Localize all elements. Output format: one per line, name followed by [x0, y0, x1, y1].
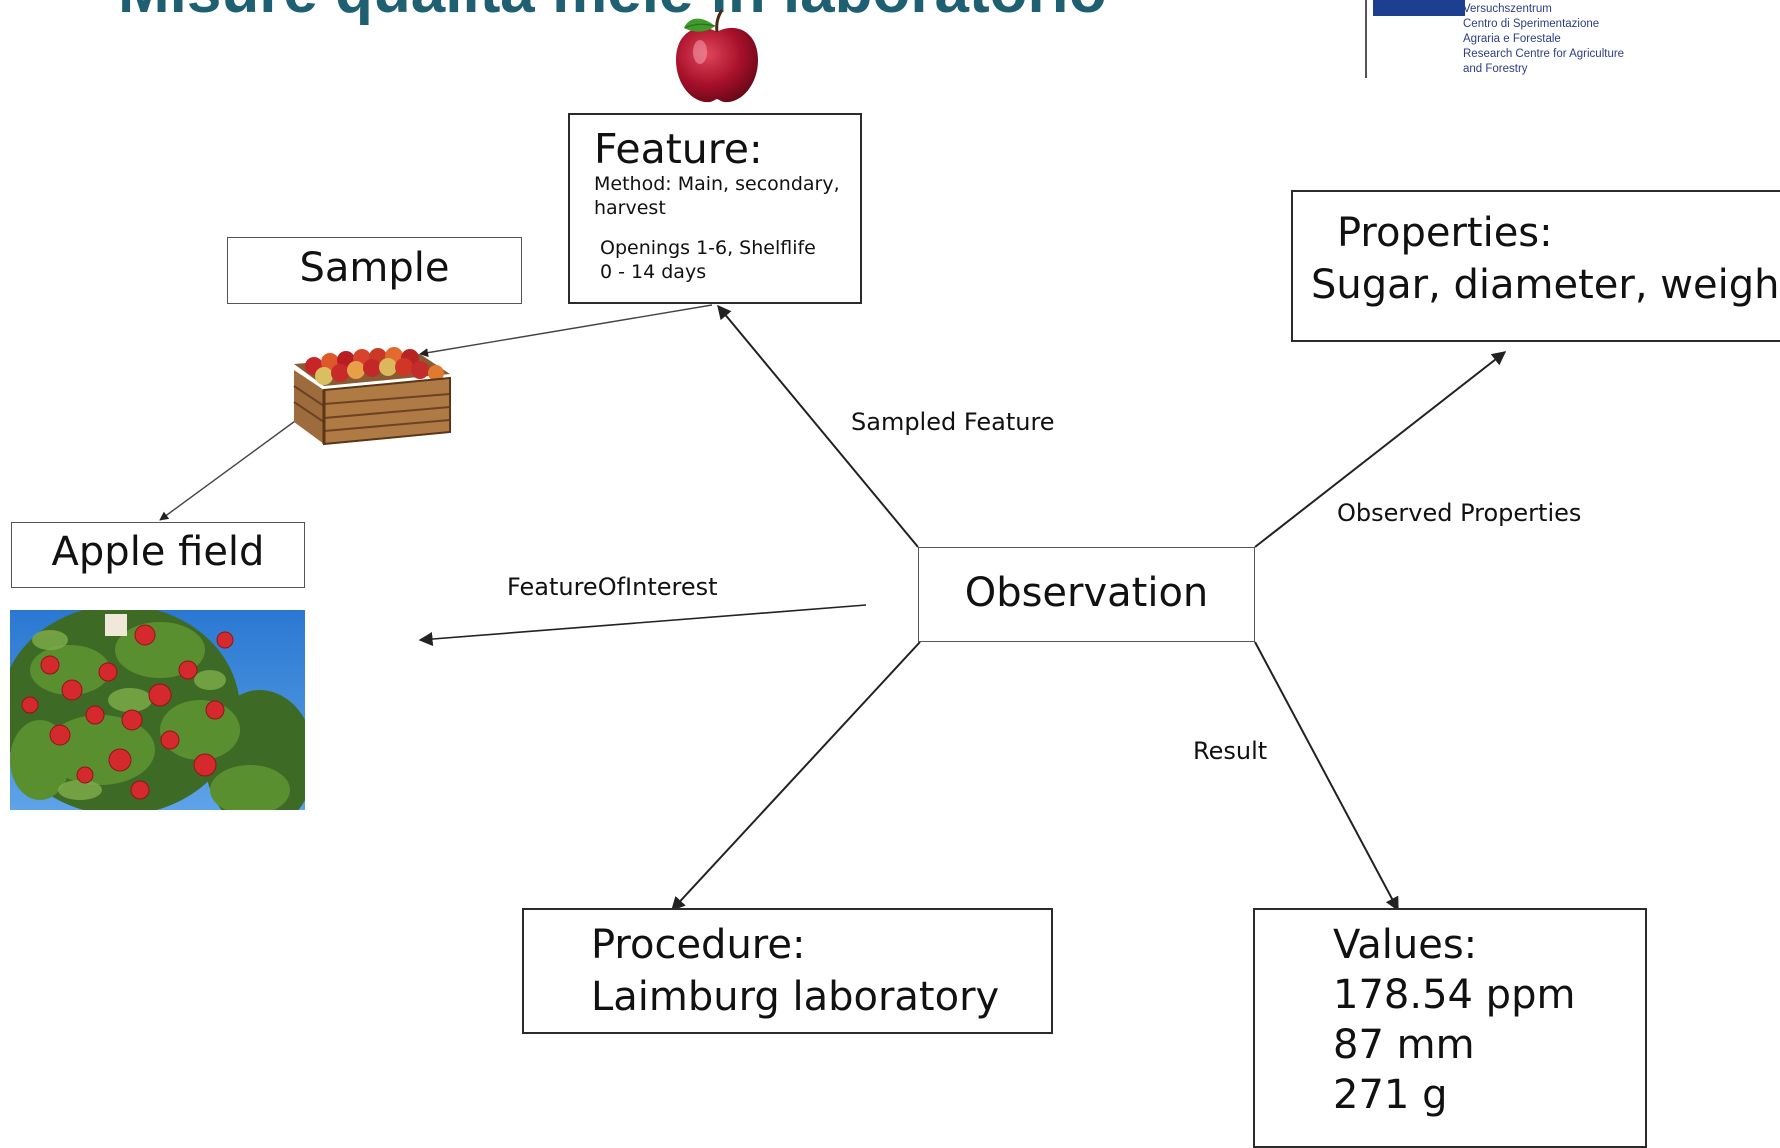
edge-label-feature-of-interest: FeatureOfInterest — [507, 573, 718, 601]
edge-result — [1254, 641, 1399, 912]
page-title: Misure qualità mele in laboratorio — [118, 0, 1107, 27]
edge-observed-properties — [1254, 351, 1507, 548]
properties-node: Properties: Sugar, diameter, weight — [1291, 190, 1780, 342]
logo-line-4: Research Centre for Agriculture — [1463, 48, 1625, 60]
feature-heading: Feature: — [594, 125, 763, 173]
values-heading: Values: — [1333, 922, 1478, 968]
apple-tree-image — [10, 610, 305, 810]
apple-field-label: Apple field — [51, 529, 265, 575]
edge-label-result: Result — [1193, 737, 1268, 765]
procedure-node: Procedure: Laimburg laboratory — [522, 908, 1053, 1034]
edge-procedure — [671, 641, 921, 912]
procedure-text: Laimburg laboratory — [591, 974, 1000, 1020]
edge-sampled-feature — [717, 304, 919, 548]
feature-openings: Openings 1-6, Shelflife — [600, 237, 816, 259]
logo-line-2: Centro di Sperimentazione — [1463, 18, 1600, 30]
observation-label: Observation — [964, 570, 1209, 616]
edge-label-sampled-feature: Sampled Feature — [851, 408, 1055, 436]
values-node: Values: 178.54 ppm 87 mm 271 g — [1253, 908, 1647, 1148]
crate-apples — [305, 347, 444, 385]
feature-node: Feature: Method: Main, secondary, harves… — [568, 113, 862, 304]
values-sugar: 178.54 ppm — [1333, 972, 1576, 1018]
properties-text: Sugar, diameter, weight — [1311, 262, 1780, 308]
feature-method: Method: Main, secondary, — [594, 173, 840, 195]
apple-crate-icon — [293, 347, 451, 446]
logo-line-3: Agraria e Forestale — [1463, 33, 1561, 45]
sample-label: Sample — [299, 245, 450, 291]
logo-line-1: Versuchszentrum — [1463, 3, 1552, 15]
logo-line-5: and Forestry — [1463, 63, 1528, 75]
eu-flag-icon — [1373, 0, 1465, 16]
properties-heading: Properties: — [1337, 210, 1553, 256]
apple-icon — [676, 9, 758, 103]
institution-logo: Versuchszentrum Centro di Sperimentazion… — [1365, 0, 1637, 78]
feature-openings-cont: 0 - 14 days — [600, 261, 707, 283]
sample-node: Sample — [227, 237, 522, 304]
values-diameter: 87 mm — [1333, 1022, 1475, 1068]
feature-method-cont: harvest — [594, 197, 666, 219]
edge-label-observed-properties: Observed Properties — [1337, 499, 1582, 527]
edge-feature-to-sample — [419, 304, 713, 358]
observation-node: Observation — [918, 547, 1255, 642]
edge-sample-to-field — [159, 412, 307, 521]
edge-feature-of-interest — [418, 604, 867, 646]
values-weight: 271 g — [1333, 1072, 1448, 1118]
procedure-heading: Procedure: — [591, 922, 806, 968]
apple-field-node: Apple field — [11, 522, 305, 588]
